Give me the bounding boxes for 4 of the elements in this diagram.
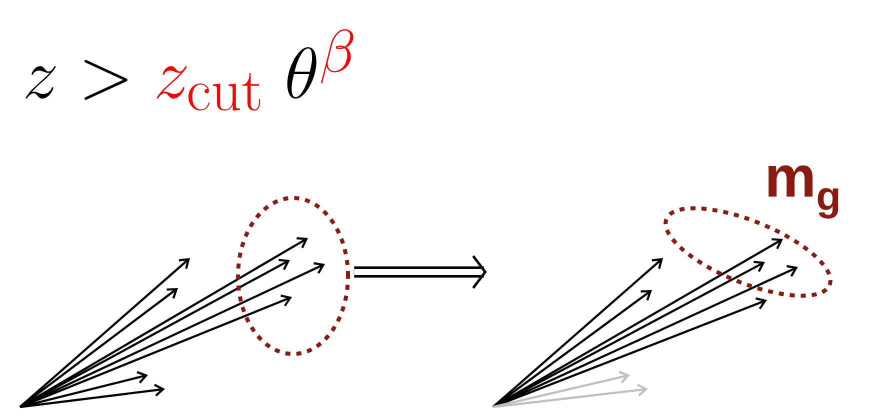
formula: $z > {\color[HTML]{FF0000}z_{\mathrm{cut}}}\;\theta^{\color[HTML]{FF0000}\beta}$ — [26, 29, 354, 111]
double-arrow — [354, 255, 487, 289]
mass-label: m$_{g}$ — [768, 165, 838, 219]
jet-drawing — [19, 196, 350, 408]
